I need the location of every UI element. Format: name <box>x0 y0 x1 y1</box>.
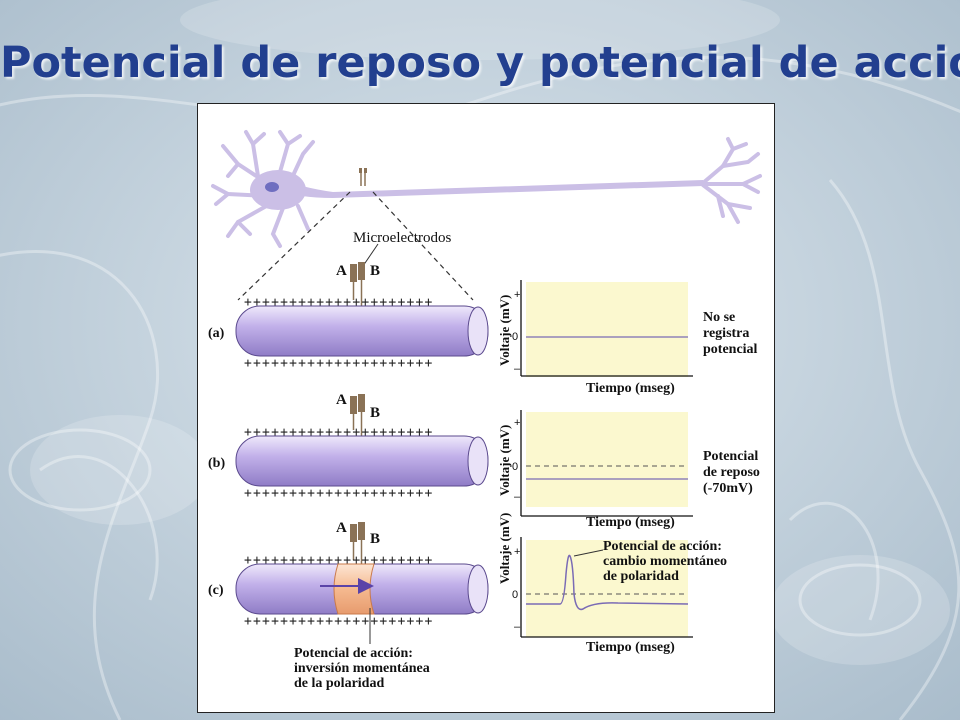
slide-title: Potencial de reposo y potencial de acció… <box>0 38 960 88</box>
axon-segment-a <box>235 305 489 357</box>
graph-a-area <box>526 282 688 377</box>
graph-b-area <box>526 412 688 507</box>
panel-b: A B (b) +++++++++++++++++++++ ++++++++++… <box>208 392 760 530</box>
graph-c-caption-line2: cambio momentáneo <box>603 554 727 569</box>
neuron-diagram: Microelectrodos A B (a) ++++++++++++++++… <box>208 130 762 691</box>
graph-c-tick-zero: 0 <box>512 589 518 601</box>
charges-bottom-a: +++++++++++++++++++++ <box>244 356 434 371</box>
graph-b-y-label: Voltaje (mV) <box>497 425 512 496</box>
axon-caption-line3: de la polaridad <box>294 676 384 691</box>
cell-body <box>250 170 306 210</box>
electrode-b-label: B <box>370 531 380 547</box>
graph-a-y-label: Voltaje (mV) <box>497 295 512 366</box>
electrode-b-label: B <box>370 263 380 279</box>
panel-label-b: (b) <box>208 456 225 471</box>
charges-bottom-b: +++++++++++++++++++++ <box>244 486 434 501</box>
panel-a: A B (a) +++++++++++++++++++++ ++++++++++… <box>208 262 758 396</box>
graph-b-x-label: Tiempo (mseg) <box>586 515 675 530</box>
graph-c-area <box>526 540 688 637</box>
graph-b-caption-line1: Potencial <box>703 449 758 464</box>
graph-a-x-label: Tiempo (mseg) <box>586 381 675 396</box>
microelectrodes-label: Microelectrodos <box>353 230 451 246</box>
electrode-a-label: A <box>336 263 347 279</box>
graph-a-tick-zero: 0 <box>512 331 518 343</box>
neuron-illustration <box>211 130 762 248</box>
axon-segment-b <box>235 435 489 487</box>
electrode-pair-a <box>350 262 365 307</box>
graph-c-action-potential-trace <box>526 554 689 611</box>
graph-b-caption-line2: de reposo <box>703 465 760 480</box>
charges-top-c: +++++++++++++++++++++ <box>244 553 434 568</box>
graph-c-caption-line1: Potencial de acción: <box>603 539 722 554</box>
graph-c-caption-pointer <box>573 549 604 557</box>
axon-caption-line2: inversión momentánea <box>294 661 430 676</box>
graph-a-tick-minus: – <box>514 363 521 375</box>
nucleus <box>265 182 279 192</box>
graph-b-caption-line3: (-70mV) <box>703 481 753 496</box>
graph-b-tick-zero: 0 <box>512 461 518 473</box>
graph-a-caption-line3: potencial <box>703 342 758 357</box>
neuron-electrodes <box>360 172 366 186</box>
electrode-a-label: A <box>336 520 347 536</box>
graph-c-tick-plus: + <box>514 546 520 558</box>
diagram-panel: Microelectrodos A B (a) ++++++++++++++++… <box>197 103 775 713</box>
electrode-b-label: B <box>370 405 380 421</box>
panel-c: A B (c) +++++++++++++++++++++ ++++++++++… <box>208 513 727 691</box>
zoom-lines <box>237 191 474 301</box>
graph-a-caption-line1: No se <box>703 310 735 325</box>
panel-label-a: (a) <box>208 326 225 341</box>
graph-c-tick-minus: – <box>514 621 521 633</box>
graph-b-tick-minus: – <box>514 491 521 503</box>
charges-top-b: +++++++++++++++++++++ <box>244 425 434 440</box>
graph-c-y-label: Voltaje (mV) <box>497 513 512 584</box>
graph-c-caption-line3: de polaridad <box>603 569 679 584</box>
graph-a-tick-plus: + <box>514 289 520 301</box>
electrode-a-label: A <box>336 392 347 408</box>
charges-bottom-c: +++++++++++++++++++++ <box>244 614 434 629</box>
panel-label-c: (c) <box>208 583 224 598</box>
axon <box>302 180 703 198</box>
graph-c-x-label: Tiempo (mseg) <box>586 640 675 655</box>
graph-b-tick-plus: + <box>514 417 520 429</box>
graph-a-caption-line2: registra <box>703 326 749 341</box>
depolarized-region <box>333 563 375 615</box>
axon-caption-line1: Potencial de acción: <box>294 646 413 661</box>
charges-top-a: +++++++++++++++++++++ <box>244 295 434 310</box>
microelectrodes-pointer <box>362 243 379 267</box>
axon-terminal <box>701 137 762 224</box>
